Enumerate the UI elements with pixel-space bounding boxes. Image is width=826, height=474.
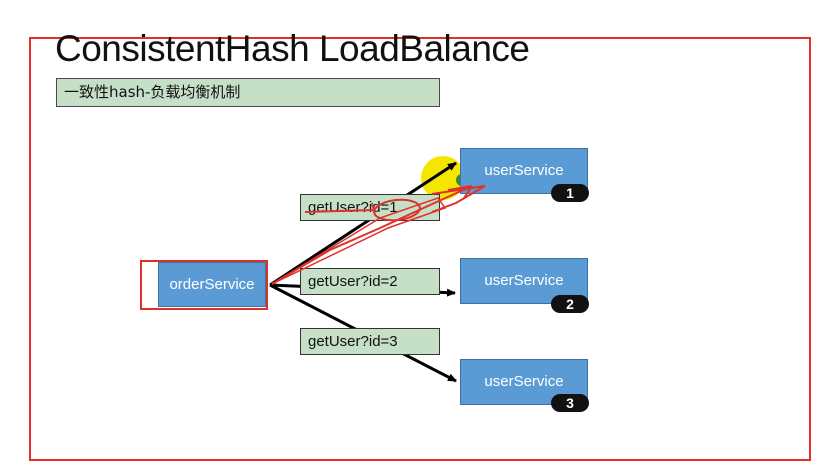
request-label-2: getUser?id=2 — [300, 268, 440, 295]
annotation-underline-getuser — [304, 202, 376, 213]
provider-badge-1: 1 — [551, 184, 589, 202]
slide-title: ConsistentHash LoadBalance — [55, 28, 530, 69]
arrow-to-user-1 — [269, 161, 457, 287]
annotation-arrow-head — [431, 185, 486, 213]
provider-badge-2: 2 — [551, 295, 589, 313]
request-label-3: getUser?id=3 — [300, 328, 440, 355]
order-service-box: orderService — [158, 262, 266, 307]
slide-frame — [29, 37, 811, 461]
order-service-highlight — [140, 260, 268, 310]
slide-subtitle: 一致性hash-负载均衡机制 — [56, 78, 440, 107]
provider-badge-3: 3 — [551, 394, 589, 412]
annotation-wedge — [271, 197, 447, 285]
